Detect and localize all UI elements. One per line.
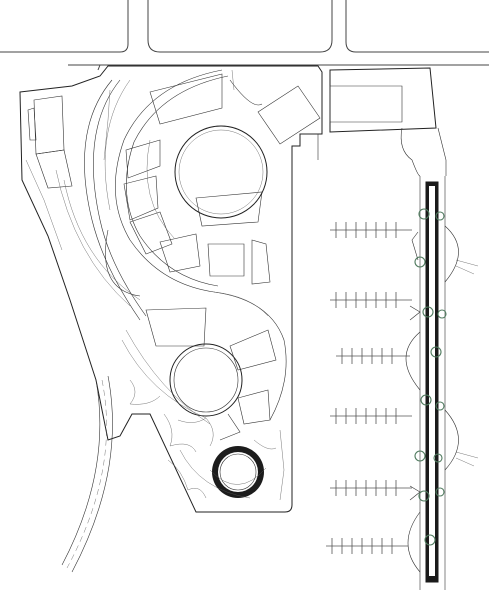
pier-5 <box>330 480 412 496</box>
arena-ring-buildings <box>123 73 271 285</box>
western-access-roads <box>55 79 147 321</box>
left-building-cluster <box>25 95 73 251</box>
pier-6 <box>326 538 408 554</box>
amphitheater <box>179 446 267 499</box>
waterfront-trees <box>414 208 447 546</box>
top-road-network <box>0 0 489 71</box>
site-boundary <box>19 65 323 513</box>
pier-3 <box>336 348 410 364</box>
entry-ramp <box>61 375 113 573</box>
waterfront-rail <box>400 127 447 590</box>
northeast-buildings <box>229 67 437 160</box>
terminal-domes <box>405 225 479 573</box>
stadium <box>121 307 277 441</box>
pier-1 <box>330 222 412 238</box>
landscape-paths <box>129 379 285 501</box>
serpentine-boulevard <box>115 69 287 421</box>
pier-2 <box>330 292 412 308</box>
pier-4 <box>330 408 412 424</box>
arena-dome <box>174 125 268 219</box>
